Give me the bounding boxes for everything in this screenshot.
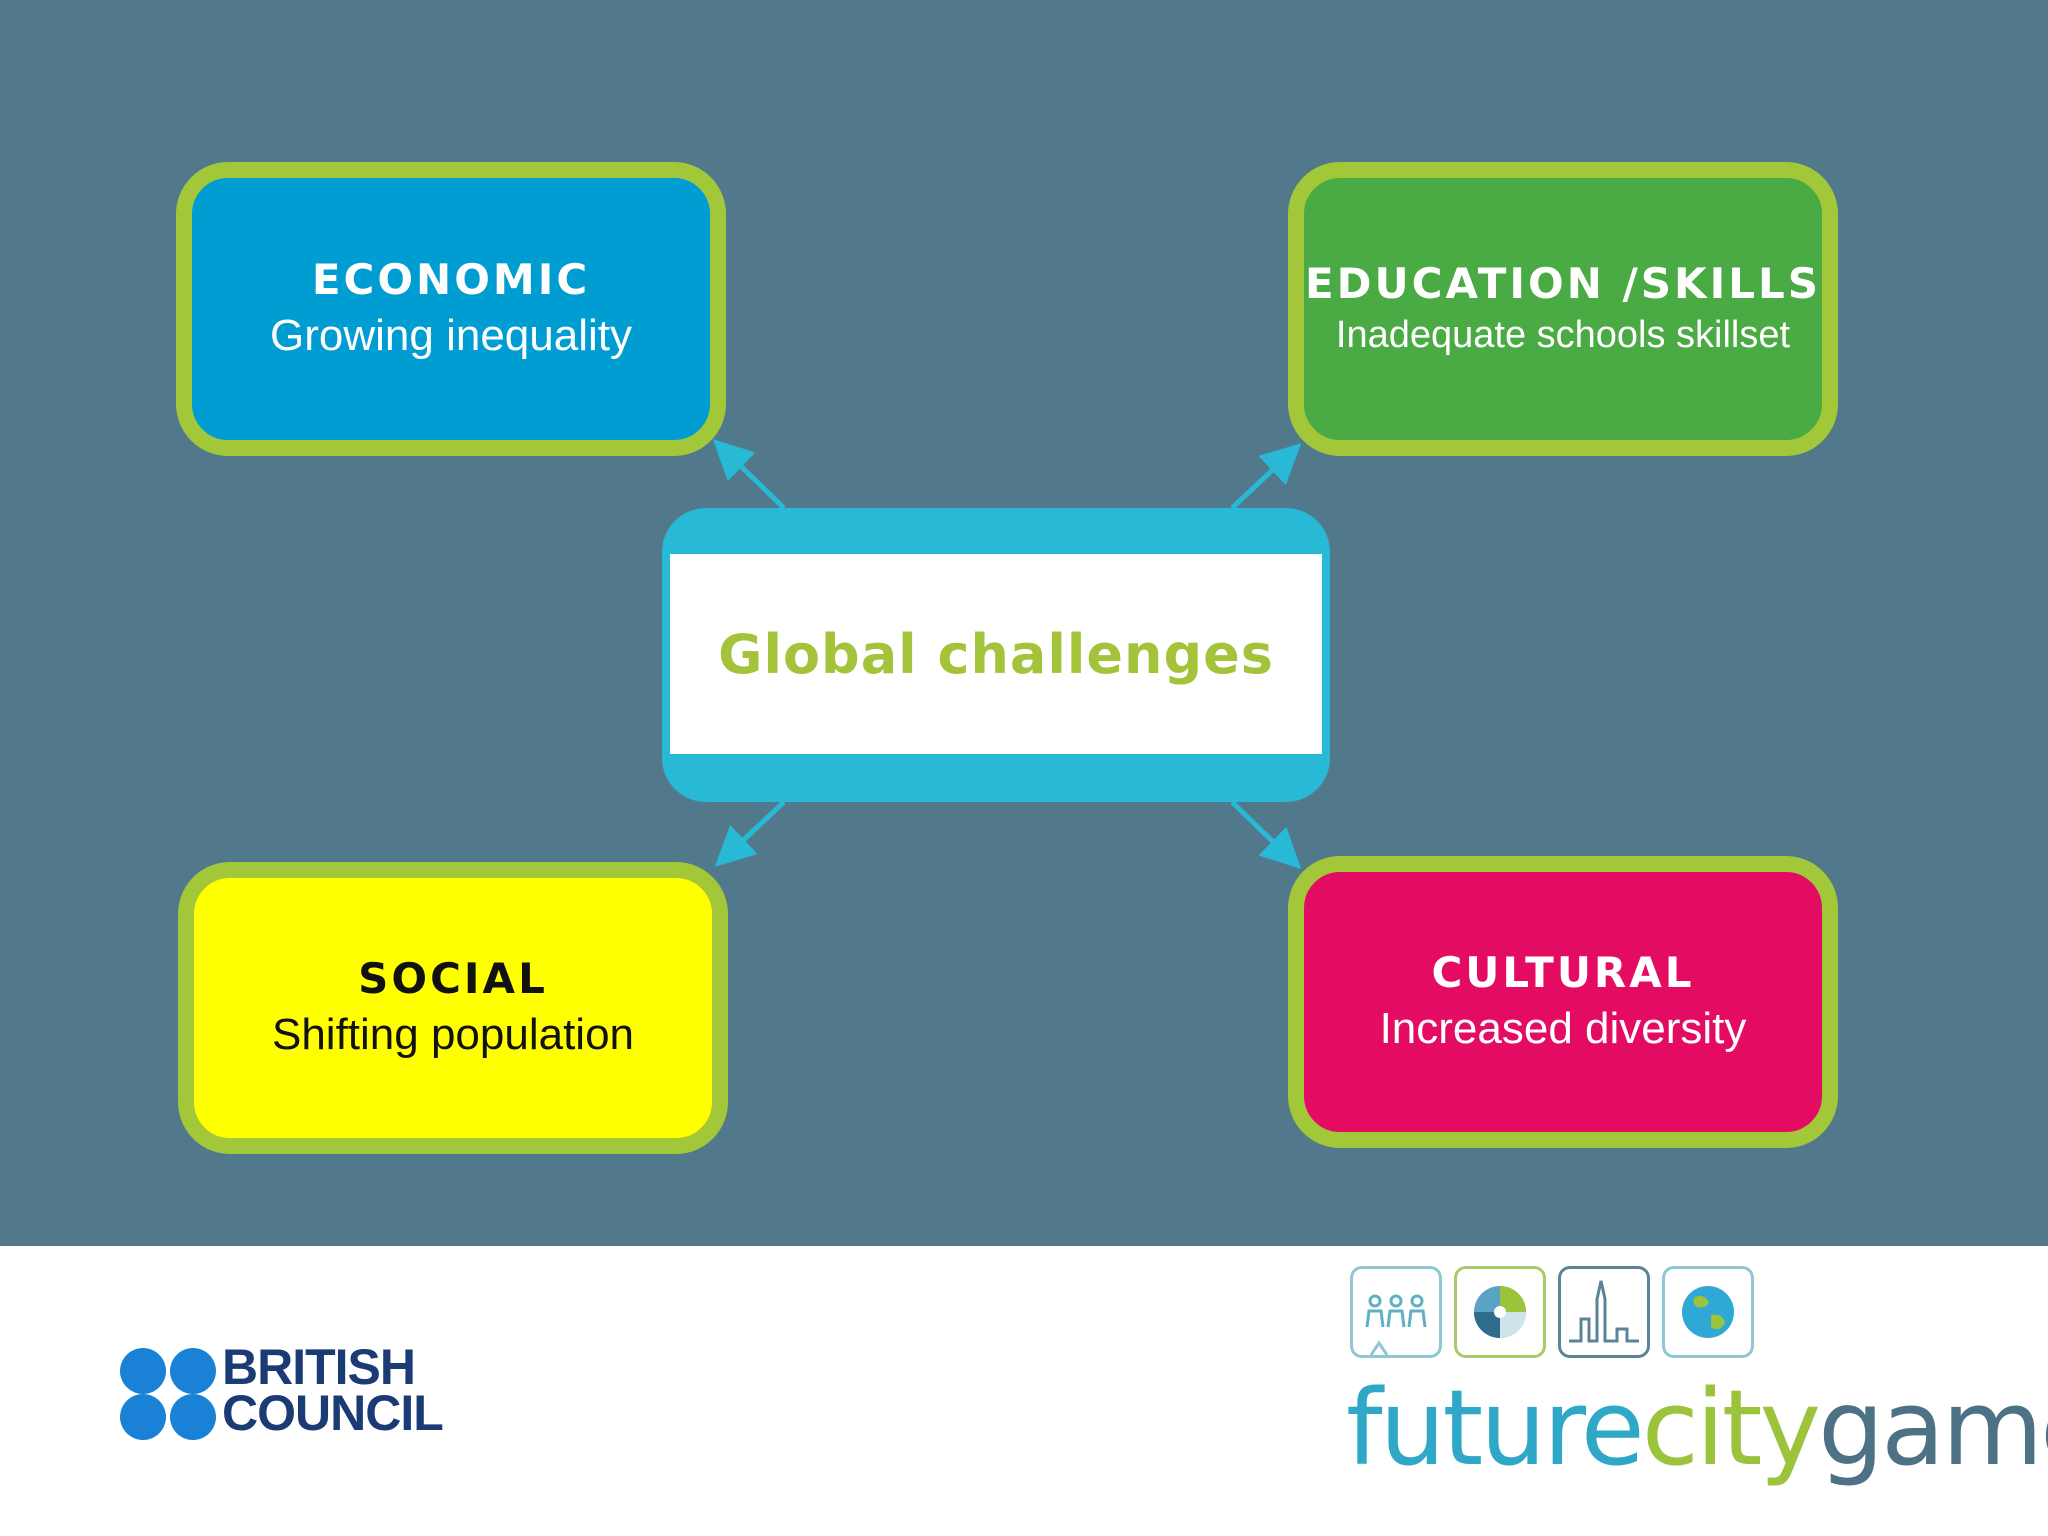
cultural-box: CULTURAL Increased diversity xyxy=(1288,856,1838,1148)
cultural-title: CULTURAL xyxy=(1431,948,1695,998)
british-council-wordmark: BRITISH COUNCIL xyxy=(222,1339,444,1441)
cultural-subtitle: Increased diversity xyxy=(1379,1003,1747,1053)
logo-dot xyxy=(120,1394,166,1440)
global-challenges-title: Global challenges xyxy=(718,622,1274,686)
arrow-to-education xyxy=(1230,443,1302,510)
british-council-line1: BRITISH xyxy=(222,1339,416,1395)
future-city-game-wordmark: futurecitygame xyxy=(1346,1368,2048,1488)
color-wheel-icon xyxy=(1454,1266,1546,1358)
people-icon xyxy=(1350,1266,1442,1358)
arrow-to-economic xyxy=(712,439,786,510)
globe-icon xyxy=(1662,1266,1754,1358)
british-council-logo: BRITISH COUNCIL xyxy=(116,1342,444,1444)
city-skyline-icon xyxy=(1558,1266,1650,1358)
arrow-to-cultural xyxy=(1230,800,1302,869)
social-box: SOCIAL Shifting population xyxy=(178,862,728,1154)
economic-subtitle: Growing inequality xyxy=(270,310,632,360)
global-challenges-panel: Global challenges xyxy=(670,554,1322,754)
social-title: SOCIAL xyxy=(358,954,548,1004)
logo-dot xyxy=(170,1394,216,1440)
economic-title: ECONOMIC xyxy=(311,255,591,305)
education-skills-subtitle: Inadequate schools skillset xyxy=(1335,313,1791,356)
education-skills-title: EDUCATION /SKILLS xyxy=(1304,259,1821,309)
arrow-to-social xyxy=(714,800,786,867)
wordmark-game: game xyxy=(1818,1367,2048,1489)
wordmark-city: city xyxy=(1641,1367,1821,1489)
global-challenges-node: Global challenges xyxy=(662,508,1330,802)
economic-box: ECONOMIC Growing inequality xyxy=(176,162,726,456)
wordmark-future: future xyxy=(1346,1367,1645,1489)
logo-dot xyxy=(170,1348,216,1394)
future-city-game-icons xyxy=(1350,1266,1770,1376)
connector-arrows xyxy=(712,439,1302,869)
logo-dot xyxy=(120,1348,166,1394)
education-skills-box: EDUCATION /SKILLS Inadequate schools ski… xyxy=(1288,162,1838,456)
social-subtitle: Shifting population xyxy=(271,1009,635,1059)
british-council-line2: COUNCIL xyxy=(222,1385,444,1441)
